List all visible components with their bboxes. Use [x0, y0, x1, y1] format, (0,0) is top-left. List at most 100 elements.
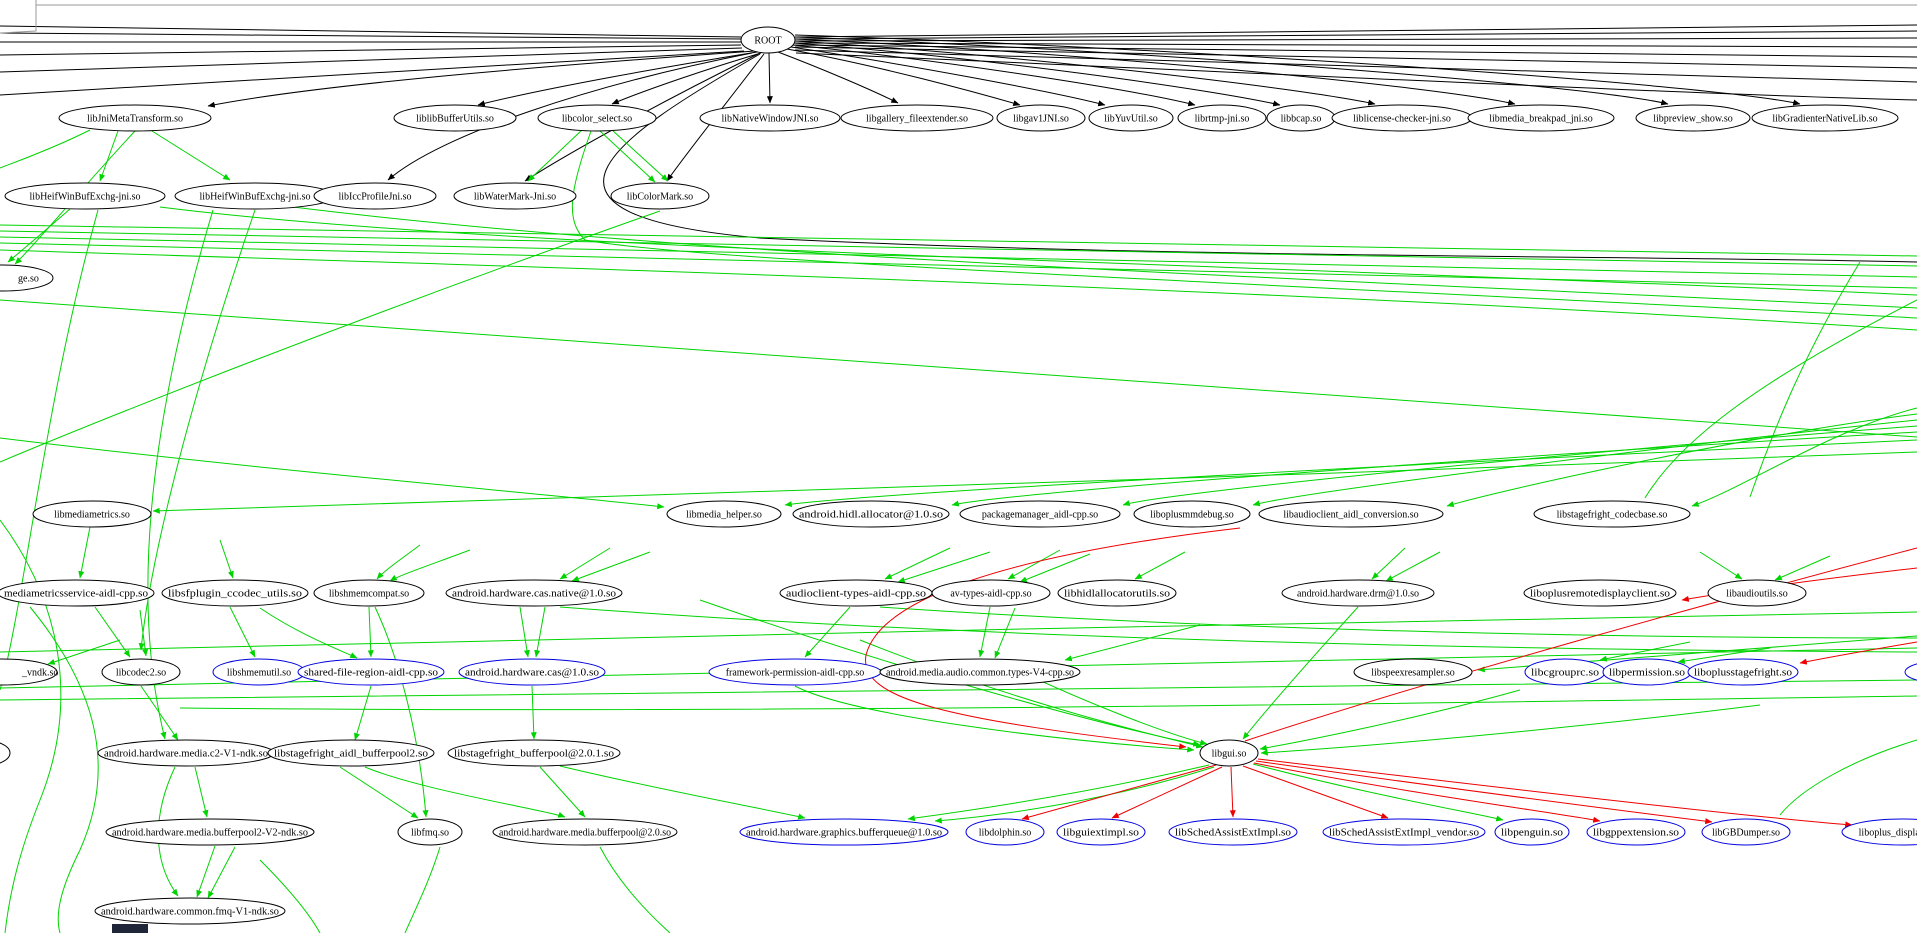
edge-black: [794, 44, 1917, 58]
edge-green: [897, 551, 991, 583]
edge-green: [907, 764, 1210, 822]
node-label: libaudioutils.so: [1726, 589, 1787, 600]
edge-black: [794, 40, 1376, 106]
node-label: liboplusremotedisplayclient.so: [1530, 589, 1670, 600]
node-ellipse: [1353, 658, 1473, 686]
edge-green: [559, 765, 806, 820]
node-ellipse: [537, 104, 657, 132]
node-ellipse: [1281, 579, 1435, 607]
node-ellipse: [1057, 579, 1177, 607]
edge-green: [1252, 419, 1917, 507]
edge-green: [219, 539, 234, 579]
edge-black: [477, 51, 758, 107]
node-ellipse: [965, 818, 1045, 846]
edge-green: [1134, 551, 1186, 580]
edge-black: [794, 34, 1801, 106]
edge-green: [1644, 299, 1917, 499]
edge-black: [0, 50, 745, 96]
edge-black: [795, 52, 1917, 101]
edge-green: [376, 544, 421, 580]
edge-green: [0, 611, 1917, 653]
node-label: ge.so: [18, 274, 39, 285]
node-ellipse: [1494, 818, 1570, 846]
graph-node-libaudioutils.so: libaudioutils.so: [1707, 579, 1807, 607]
edge-green: [530, 685, 537, 740]
edge-black: [777, 51, 899, 104]
graph-node-framework-permission-aidl-cpp.so: framework-permission-aidl-cpp.so: [708, 658, 882, 686]
edge-green: [364, 766, 566, 818]
node-label: libpermission.so: [1609, 668, 1685, 679]
graph-node-liboplusstagefright.so: liboplusstagefright.so: [1687, 658, 1799, 686]
node-ellipse: [313, 182, 437, 210]
graph-node-libmedia_breakpad_jni.so: libmedia_breakpad_jni.so: [1467, 104, 1615, 132]
graph-node-libIccProfileJni.so: libIccProfileJni.so: [313, 182, 437, 210]
node-label: libcodec2.so: [116, 668, 166, 679]
node-ellipse: [1841, 818, 1917, 846]
graph-node-c11: [1904, 663, 1917, 681]
graph-node-libsfplugin_ccodec_utils.so: libsfplugin_ccodec_utils.so: [161, 579, 309, 607]
node-ellipse: [1635, 104, 1751, 132]
edge-green: [1252, 763, 1504, 822]
edge-green: [527, 129, 583, 182]
node-label: liblibBufferUtils.so: [416, 114, 494, 125]
edge-green: [599, 846, 671, 933]
node-label: liboplusmmdebug.so: [1150, 510, 1234, 521]
graph-node-liblibBufferUtils.so: liblibBufferUtils.so: [393, 104, 517, 132]
node-label: libhidlallocatorutils.so: [1064, 589, 1170, 600]
graph-node-libspeexresampler.so: libspeexresampler.so: [1353, 658, 1473, 686]
edge-green: [179, 695, 1917, 711]
graph-node-libHeifWinBufExchg-jni.so: libHeifWinBufExchg-jni.so: [174, 182, 336, 210]
edge-red: [1021, 764, 1217, 821]
edge-red: [1229, 766, 1236, 818]
node-ellipse: [1586, 818, 1686, 846]
node-ellipse: [931, 579, 1051, 607]
edge-green: [339, 766, 419, 819]
edge-black: [0, 47, 743, 73]
graph-node-libmedia_helper.so: libmedia_helper.so: [666, 500, 782, 528]
edge-green: [14, 130, 136, 265]
node-ellipse: [4, 182, 166, 210]
node-label: android.hidl.allocator@1.0.so: [799, 510, 943, 521]
graph-node-android.hardware.graphics.bufferqueue@1.0.so: android.hardware.graphics.bufferqueue@1.…: [739, 818, 949, 846]
node-ellipse: [161, 579, 309, 607]
node-label: libcolor_select.so: [562, 114, 632, 125]
edge-green: [599, 130, 656, 183]
window-corner-box: [0, 0, 37, 34]
node-ellipse: [0, 742, 11, 764]
edge-green: [196, 845, 216, 898]
edge-green: [794, 685, 1195, 753]
edge-green: [571, 130, 1917, 319]
edge-green: [0, 224, 1917, 257]
node-label: liblicense-checker-jni.so: [1353, 114, 1451, 125]
node-label: android.hardware.cas@1.0.so: [465, 668, 599, 679]
graph-node-audioclient-types-aidl-cpp.so: audioclient-types-aidl-cpp.so: [779, 579, 933, 607]
node-label: libSchedAssistExtImpl_vendor.so: [1329, 828, 1479, 839]
graph-node-av-types-aidl-cpp.so: av-types-aidl-cpp.so: [931, 579, 1051, 607]
node-label: libmediametrics.so: [54, 510, 130, 521]
node-label: android.hardware.media.bufferpool@2.0.so: [499, 828, 671, 839]
node-label: libspeexresampler.so: [1371, 668, 1455, 679]
node-ellipse: [792, 500, 950, 528]
graph-node-libGBDumper.so: libGBDumper.so: [1701, 818, 1791, 846]
node-label: libYuvUtil.so: [1104, 114, 1158, 125]
node-label: libguiextimpl.so: [1063, 828, 1139, 839]
graph-node-libpermission.so: libpermission.so: [1602, 658, 1692, 686]
graph-node-android.hardware.media.bufferpool2-V2-ndk.so: android.hardware.media.bufferpool2-V2-nd…: [105, 818, 315, 846]
edge-black: [666, 53, 765, 182]
edge-green: [0, 230, 1917, 267]
edge-green: [1691, 407, 1917, 507]
graph-node-liboplusmmdebug.so: liboplusmmdebug.so: [1133, 500, 1251, 528]
graph-node-libbcap.so: libbcap.so: [1266, 104, 1336, 132]
node-ellipse: [94, 897, 286, 925]
node-ellipse: [105, 818, 315, 846]
edge-green: [78, 526, 91, 579]
node-label: libshmemutil.so: [227, 668, 291, 679]
edge-red: [1244, 547, 1917, 742]
edge-red: [1255, 760, 1713, 825]
node-label: android.media.audio.common.types-V4-cpp.…: [886, 668, 1074, 679]
node-ellipse: [1056, 818, 1146, 846]
node-ellipse: [458, 658, 606, 686]
node-label: _vndk.so: [21, 668, 58, 679]
edge-green: [374, 606, 429, 818]
